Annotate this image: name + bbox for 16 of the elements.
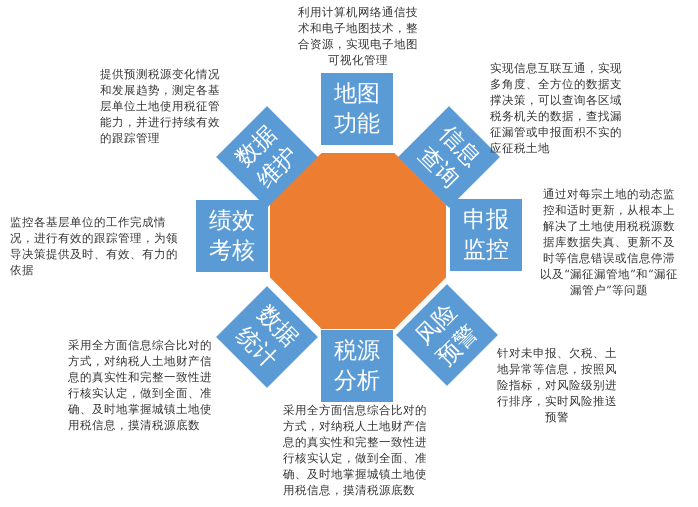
- function-title: 申报监控: [462, 206, 510, 265]
- description-text: 监控各基层单位的工作完成情况，进行有效的跟踪管理，为领导决策提供及时、有效、有力的依据: [10, 214, 179, 278]
- description-text: 采用全方面信息综合比对的方式，对纳税人土地财产信息的真实性和完整一致性进行核实认定，做到全面、准确、及时地掌握城镇土地使用税信息，摸清税源底数: [68, 337, 213, 433]
- description-text: 通过对每宗土地的动态监控和适时更新，从根本上解决了土地使用税税源数据库数据失真、更新不及时等信息错误或信息停滞以及“漏征漏管地”和“漏征漏管户”等问题: [539, 186, 679, 298]
- description-text: 针对未申报、欠税、土地异常等信息，按照风险指标，对风险级别进行排序，实时风险推送预警: [496, 345, 618, 425]
- function-title: 风险预警: [410, 298, 484, 374]
- function-title: 信息查询: [412, 120, 486, 196]
- description-text: 实现信息互联互通，实现多角度、全方位的数据支撑决策，可以查询各区域税务机关的数据，查找漏征漏管或申报面积不实的应征税土地: [490, 60, 623, 156]
- description-text: 采用全方面信息综合比对的方式，对纳税人土地财产信息的真实性和完整一致性进行核实认定，做到全面、准确、及时地掌握城镇土地使用税信息，摸清税源底数: [283, 402, 428, 498]
- function-title: 数据统计: [230, 300, 304, 376]
- function-title: 数据维护: [230, 120, 304, 196]
- description-text: 利用计算机网络通信技术和电子地图技术，整合资源，实现电子地图可视化管理: [298, 4, 418, 68]
- function-title: 绩效考核: [208, 207, 256, 266]
- function-title: 税源分析: [333, 337, 381, 396]
- function-title: 地图功能: [333, 80, 381, 139]
- description-text: 提供预测税源变化情况和发展趋势，测定各基层单位土地使用税征管能力，并进行持续有效的跟踪管理: [100, 66, 220, 146]
